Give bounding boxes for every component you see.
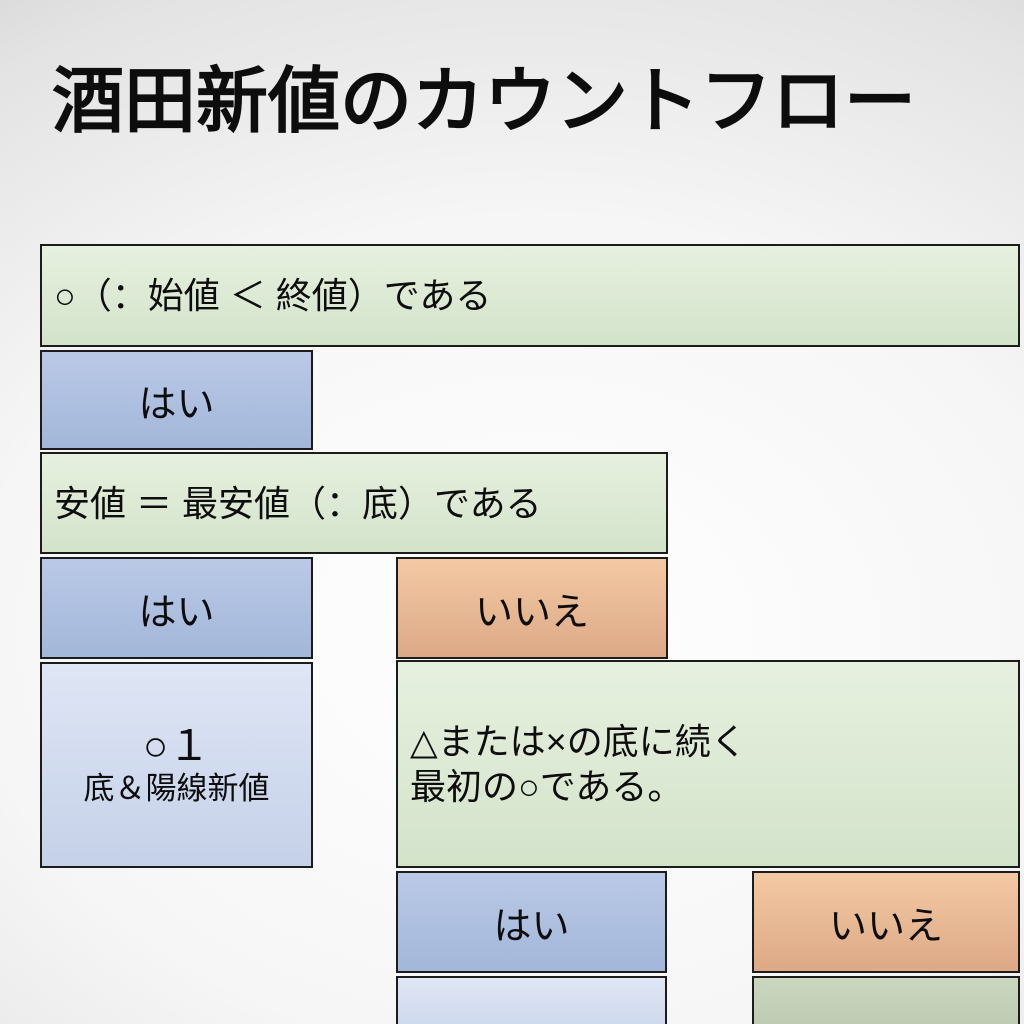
decision-box-3-line2: 最初の○である。	[410, 766, 684, 807]
yes-branch-1-label: はい	[138, 383, 215, 426]
page-title: 酒田新値のカウントフロー	[52, 62, 917, 142]
yes-branch-2: はい	[40, 557, 313, 659]
decision-box-3-line1: △または×の底に続く	[410, 721, 747, 762]
decision-box-3: △または×の底に続く 最初の○である。	[396, 660, 1020, 868]
yes-branch-3: はい	[396, 871, 667, 973]
decision-box-1: ○（：始値 ＜ 終値）である	[40, 244, 1020, 347]
no-branch-2: いいえ	[396, 557, 668, 659]
decision-box-2-label: 安値 ＝ 最安値（：底）である	[54, 482, 542, 524]
no-branch-3: いいえ	[752, 871, 1020, 973]
result-box-circle1: ○１ 底＆陽線新値	[40, 662, 313, 868]
result-box-cutoff-left	[396, 976, 667, 1024]
yes-branch-1: はい	[40, 350, 313, 450]
decision-box-2: 安値 ＝ 最安値（：底）である	[40, 452, 668, 554]
decision-box-cutoff-right	[752, 976, 1020, 1024]
yes-branch-2-label: はい	[138, 591, 215, 634]
result-box-circle1-line2: 底＆陽線新値	[83, 770, 270, 806]
no-branch-3-label: いいえ	[828, 905, 943, 948]
no-branch-2-label: いいえ	[474, 591, 589, 634]
decision-box-1-label: ○（：始値 ＜ 終値）である	[54, 275, 492, 316]
result-box-circle1-line1: ○１	[142, 722, 211, 770]
yes-branch-3-label: はい	[493, 905, 570, 948]
